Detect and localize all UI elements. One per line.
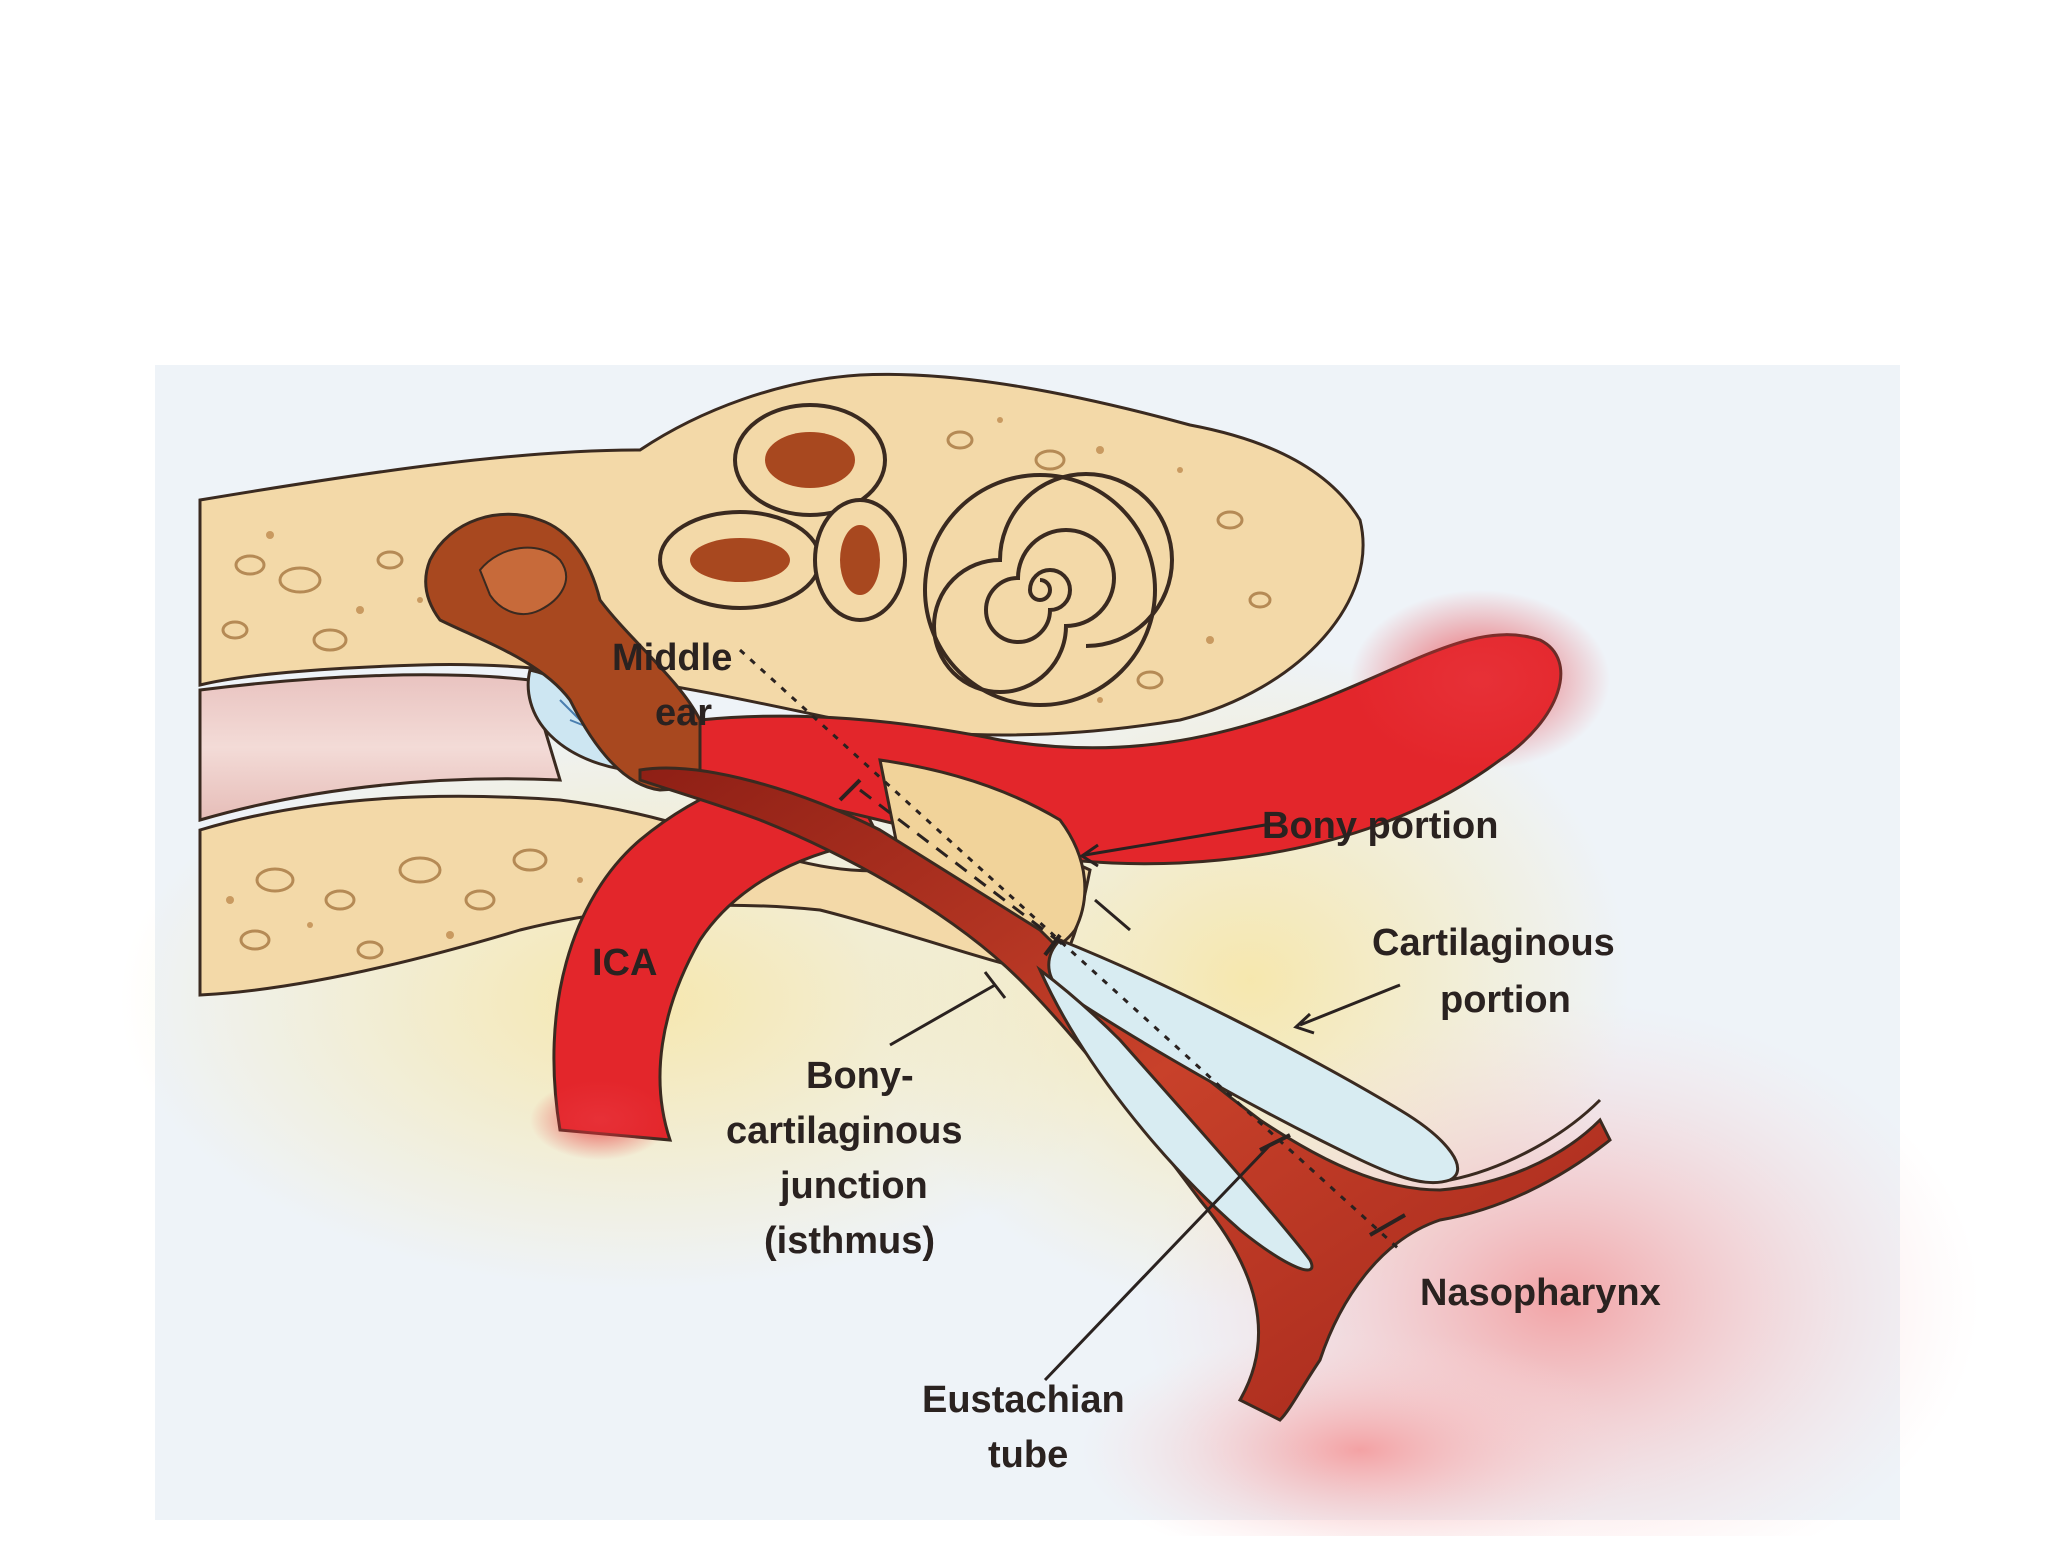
ossicle [478, 546, 567, 615]
label-cartilaginous-1: Cartilaginous [1372, 922, 1615, 964]
ica-glow [530, 1080, 670, 1160]
bony-portion-arrowhead [1079, 843, 1099, 868]
isthmus-leader-cap [983, 971, 1007, 999]
label-isthmus-4: (isthmus) [764, 1220, 935, 1262]
label-cartilaginous-2: portion [1440, 979, 1571, 1021]
nasopharynx-tick [1369, 1213, 1406, 1237]
label-ica: ICA [592, 942, 657, 984]
nasopharynx-glow-lower [1080, 1330, 1640, 1541]
isthmus-leader [889, 983, 996, 1047]
semicircular-canal-lumens [690, 432, 880, 595]
external-auditory-canal [198, 673, 563, 822]
label-eustachian-2: tube [988, 1434, 1068, 1476]
label-isthmus-1: Bony- [806, 1055, 914, 1097]
label-isthmus-3: junction [779, 1165, 928, 1207]
bony-cartilage-marker [1094, 898, 1131, 932]
label-middle-ear-1: Middle [612, 637, 732, 679]
middle-ear-tick [838, 778, 862, 802]
cartilage-lower-lamina [1036, 965, 1314, 1272]
tube-tick-lower [1259, 1133, 1291, 1152]
label-eustachian-1: Eustachian [922, 1379, 1125, 1421]
upper-artery-glow [1350, 590, 1610, 770]
leader-lines [889, 823, 1401, 1382]
tube-axis-dashed [859, 788, 1071, 952]
label-nasopharynx: Nasopharynx [1420, 1272, 1661, 1314]
bone-porosity [221, 430, 1272, 960]
label-middle-ear-2: ear [655, 692, 712, 734]
cartilaginous-arrowhead [1293, 1012, 1315, 1035]
label-bony-portion: Bony portion [1262, 805, 1498, 847]
tube-axis-dotted [738, 648, 1402, 1252]
label-isthmus-2: cartilaginous [726, 1110, 963, 1152]
isthmus-tick [1043, 933, 1062, 957]
cochlea [923, 472, 1174, 707]
eustachian-leader [1043, 1143, 1272, 1382]
nasopharynx-mucosa [1449, 1098, 1602, 1182]
cochlea-spiral [932, 472, 1174, 694]
cartilaginous-leader [1299, 983, 1401, 1027]
bony-portion-leader [1084, 823, 1266, 857]
